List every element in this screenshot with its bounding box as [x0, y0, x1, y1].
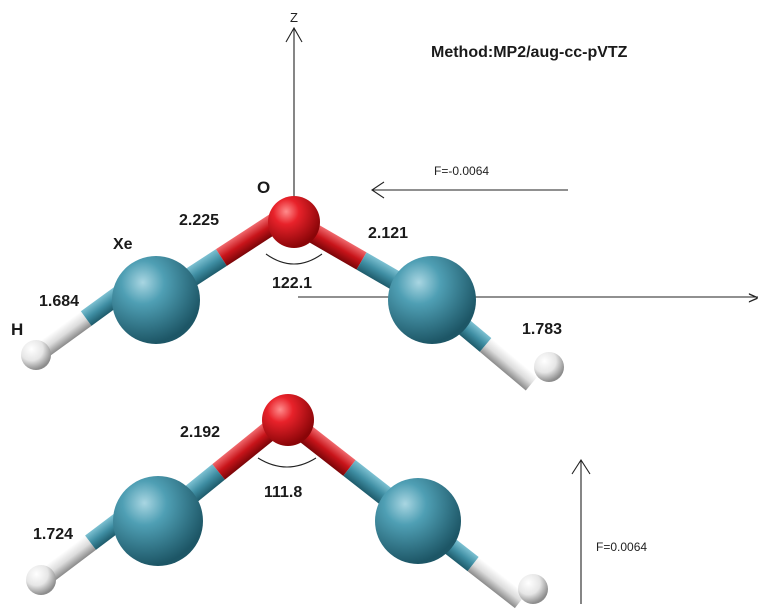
bond-length-bottom-xe-h: 1.724: [33, 526, 73, 543]
angle-value-top: 122.1: [272, 275, 312, 292]
bond-length-top-right-o-xe: 2.121: [368, 225, 408, 242]
atom-top-xe-right: [388, 256, 476, 344]
atom-bottom-xe-left: [113, 476, 203, 566]
molecule-bottom: 2.192 111.8 1.724: [26, 394, 548, 609]
atom-label-oxygen: O: [257, 178, 270, 197]
field-arrow-top-head: [371, 181, 385, 199]
bond-length-top-left-xe-h: 1.684: [39, 293, 79, 310]
atom-label-xenon: Xe: [113, 236, 133, 253]
atom-top-h-left: [21, 340, 51, 370]
field-arrow-bottom: F=0.0064: [571, 458, 647, 604]
method-title: Method:MP2/aug-cc-pVTZ: [431, 44, 628, 61]
angle-arc-top: [265, 253, 323, 265]
molecule-top: O Xe H 2.225 2.121 122.1 1.684 1.783: [11, 178, 564, 391]
bond-length-top-right-xe-h: 1.783: [522, 321, 562, 338]
atom-top-oxygen: [268, 196, 320, 248]
bond-length-bottom-o-xe: 2.192: [180, 424, 220, 441]
field-label-bottom: F=0.0064: [596, 540, 647, 554]
atom-bottom-xe-right: [375, 478, 461, 564]
field-arrow-top: F=-0.0064: [371, 164, 568, 199]
x-axis-arrowhead: >: [748, 288, 759, 308]
bond-length-top-left-o-xe: 2.225: [179, 212, 219, 229]
angle-arc-bottom: [257, 457, 317, 468]
field-arrow-bottom-head: [571, 458, 591, 475]
atom-top-h-right: [534, 352, 564, 382]
atom-bottom-h-right: [518, 574, 548, 604]
atom-label-hydrogen: H: [11, 320, 23, 339]
atom-bottom-h-left: [26, 565, 56, 595]
atom-top-xe-left: [112, 256, 200, 344]
angle-value-bottom: 111.8: [264, 484, 302, 501]
atom-bottom-oxygen: [262, 394, 314, 446]
field-label-top: F=-0.0064: [434, 164, 489, 178]
z-axis-label: Z: [290, 10, 298, 25]
z-axis-arrowhead: [285, 26, 303, 43]
